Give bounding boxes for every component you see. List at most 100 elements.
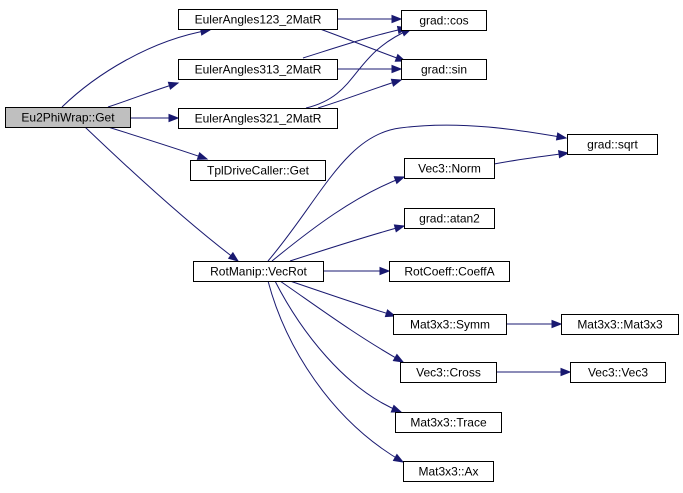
node-e321[interactable]: EulerAngles321_2MatR — [178, 108, 338, 129]
node-label: RotManip::VecRot — [210, 265, 307, 279]
arrowhead — [391, 64, 403, 74]
edge-vecrot-to-norm — [271, 176, 406, 262]
node-box[interactable] — [570, 362, 666, 383]
node-box[interactable] — [403, 461, 494, 482]
node-box[interactable] — [404, 208, 495, 229]
edge-eu2phi-to-vecrot — [84, 126, 240, 262]
node-sin[interactable]: grad::sin — [401, 59, 487, 80]
edge-line — [302, 27, 408, 59]
arrowhead — [167, 81, 180, 90]
arrowhead — [390, 78, 403, 87]
node-label: Vec3::Vec3 — [588, 366, 648, 380]
arrowhead — [393, 176, 406, 185]
node-label: Mat3x3::Ax — [418, 465, 478, 479]
edge-vecrot-to-symm — [289, 280, 397, 318]
arrowhead — [393, 224, 406, 233]
edge-e313-to-sin — [337, 64, 403, 74]
arrowhead — [168, 113, 180, 123]
edge-line — [267, 124, 567, 262]
node-label: EulerAngles313_2MatR — [195, 63, 322, 77]
edge-vecrot-to-sqrt — [267, 124, 568, 262]
node-box[interactable] — [401, 10, 487, 31]
edge-norm-to-sqrt — [493, 150, 570, 165]
node-vecrot[interactable]: RotManip::VecRot — [193, 261, 324, 282]
node-label: Mat3x3::Trace — [410, 416, 487, 430]
node-box[interactable] — [400, 362, 497, 383]
edge-e123-to-cos — [336, 14, 403, 24]
node-trace[interactable]: Mat3x3::Trace — [395, 412, 502, 433]
arrowhead — [392, 453, 405, 463]
node-box[interactable] — [5, 107, 131, 128]
edge-line — [271, 176, 405, 262]
node-label: Mat3x3::Symm — [410, 318, 490, 332]
node-box[interactable] — [395, 412, 502, 433]
node-eu2phi[interactable]: Eu2PhiWrap::Get — [5, 107, 131, 128]
node-ax[interactable]: Mat3x3::Ax — [403, 461, 494, 482]
arrowhead — [227, 251, 240, 262]
node-label: Mat3x3::Mat3x3 — [577, 318, 663, 332]
node-label: Vec3::Norm — [418, 162, 481, 176]
node-label: TplDriveCaller::Get — [207, 164, 310, 178]
node-e313[interactable]: EulerAngles313_2MatR — [178, 59, 338, 80]
node-box[interactable] — [193, 261, 324, 282]
node-box[interactable] — [178, 59, 338, 80]
arrowhead — [391, 14, 403, 24]
edge-line — [267, 280, 404, 463]
node-cos[interactable]: grad::cos — [401, 10, 487, 31]
edge-line — [107, 126, 208, 160]
edge-line — [305, 28, 412, 109]
edge-vecrot-to-atan2 — [289, 224, 406, 262]
node-cross[interactable]: Vec3::Cross — [400, 362, 497, 383]
arrowhead — [392, 353, 405, 363]
edge-line — [493, 152, 569, 165]
node-box[interactable] — [404, 158, 495, 179]
edge-e123-to-sin — [319, 28, 407, 62]
edge-line — [107, 82, 179, 108]
arrowhead — [196, 151, 209, 160]
edge-line — [279, 280, 404, 363]
arrowhead — [555, 132, 568, 141]
arrowhead — [558, 150, 570, 159]
edge-vecrot-to-ax — [267, 280, 405, 463]
node-label: grad::cos — [419, 14, 468, 28]
node-symm[interactable]: Mat3x3::Symm — [393, 314, 507, 335]
node-box[interactable] — [567, 134, 658, 155]
edge-eu2phi-to-e313 — [107, 81, 180, 108]
arrowhead — [551, 319, 563, 329]
nodes-layer: Eu2PhiWrap::Get EulerAngles123_2MatREuler… — [5, 9, 679, 482]
edge-cross-to-vec3 — [496, 367, 572, 377]
node-coeff[interactable]: RotCoeff::CoeffA — [389, 261, 510, 282]
edge-eu2phi-to-tpl — [107, 126, 209, 160]
node-label: EulerAngles321_2MatR — [195, 112, 322, 126]
node-atan2[interactable]: grad::atan2 — [404, 208, 495, 229]
node-label: grad::sqrt — [587, 138, 638, 152]
node-mat3x3[interactable]: Mat3x3::Mat3x3 — [561, 314, 679, 335]
edge-line — [319, 28, 406, 62]
node-label: EulerAngles123_2MatR — [195, 13, 322, 27]
edge-vecrot-to-cross — [279, 280, 405, 363]
edge-vecrot-to-coeff — [322, 266, 391, 276]
node-box[interactable] — [190, 160, 326, 181]
node-label: RotCoeff::CoeffA — [404, 265, 494, 279]
node-sqrt[interactable]: grad::sqrt — [567, 134, 658, 155]
node-box[interactable] — [178, 108, 338, 129]
arrowhead — [384, 309, 397, 318]
node-label: grad::sin — [421, 63, 467, 77]
edge-line — [289, 225, 405, 262]
node-box[interactable] — [401, 59, 487, 80]
edge-line — [289, 280, 396, 317]
arrowhead — [379, 266, 391, 276]
edge-line — [317, 79, 402, 109]
edge-line — [274, 280, 402, 413]
node-vec3[interactable]: Vec3::Vec3 — [570, 362, 666, 383]
edges-layer — [61, 14, 572, 463]
node-e123[interactable]: EulerAngles123_2MatR — [178, 9, 338, 30]
node-tpl[interactable]: TplDriveCaller::Get — [190, 160, 326, 181]
node-box[interactable] — [389, 261, 510, 282]
node-box[interactable] — [561, 314, 679, 335]
node-label: Eu2PhiWrap::Get — [21, 111, 115, 125]
node-box[interactable] — [393, 314, 507, 335]
node-box[interactable] — [178, 9, 338, 30]
node-norm[interactable]: Vec3::Norm — [404, 158, 495, 179]
